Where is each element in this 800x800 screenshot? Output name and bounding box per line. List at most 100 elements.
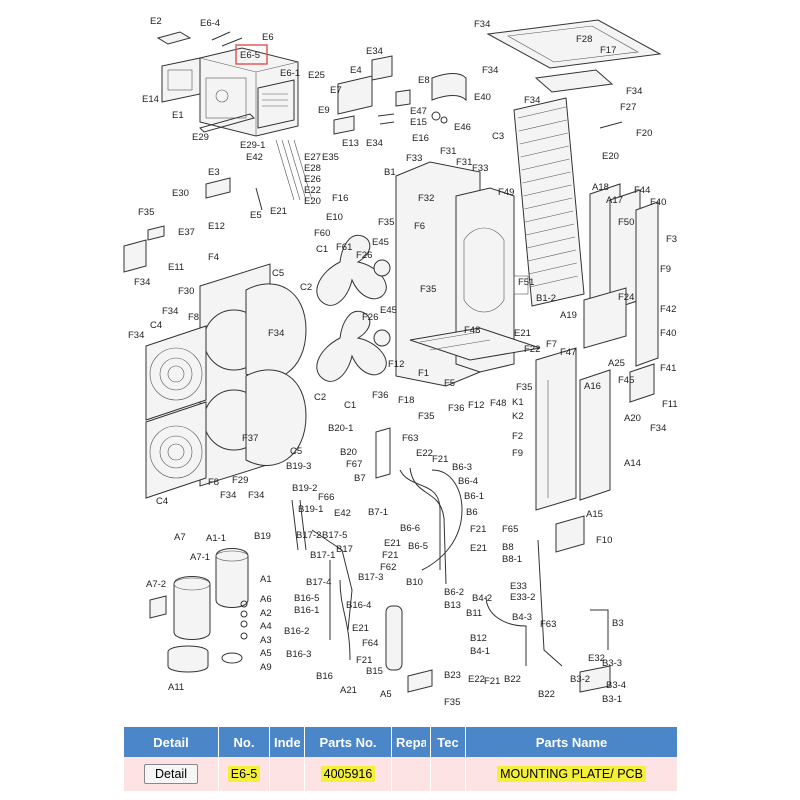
part-label-b16-4: B16-4 bbox=[346, 600, 371, 611]
part-label-f33b: F33 bbox=[472, 163, 488, 174]
part-label-e8: E8 bbox=[418, 75, 430, 86]
part-label-f35c: F35 bbox=[420, 284, 436, 295]
part-label-c1b: C1 bbox=[344, 400, 356, 411]
part-label-a21: A21 bbox=[340, 685, 357, 696]
part-label-b15: B15 bbox=[366, 666, 383, 677]
part-label-e34b: E34 bbox=[366, 138, 383, 149]
part-label-f30: F30 bbox=[178, 286, 194, 297]
part-label-k2: K2 bbox=[512, 411, 524, 422]
part-label-f34h: F34 bbox=[268, 328, 284, 339]
part-label-b3-1: B3-1 bbox=[602, 694, 622, 705]
col-parts-no: Parts No. bbox=[304, 727, 392, 757]
part-label-f21b: F21 bbox=[470, 524, 486, 535]
part-label-b17-2: B17-2 bbox=[296, 530, 321, 541]
part-label-e40: E40 bbox=[474, 92, 491, 103]
part-label-f48a: F48 bbox=[464, 325, 480, 336]
part-label-f34g: F34 bbox=[128, 330, 144, 341]
part-label-f40a: F40 bbox=[650, 197, 666, 208]
col-tec: Tec bbox=[430, 727, 466, 757]
no-cell: E6-5 bbox=[218, 757, 270, 791]
part-label-f34e: F34 bbox=[134, 277, 150, 288]
part-label-f2: F2 bbox=[512, 431, 523, 442]
table-header-row: Detail No. Inde Parts No. Repa Tec Parts… bbox=[124, 727, 678, 757]
part-label-e6: E6 bbox=[262, 32, 274, 43]
part-label-b10: B10 bbox=[406, 577, 423, 588]
part-label-f27: F27 bbox=[620, 102, 636, 113]
part-label-c2b: C2 bbox=[314, 392, 326, 403]
part-label-f16: F16 bbox=[332, 193, 348, 204]
part-label-e22: E22 bbox=[304, 185, 321, 196]
part-label-f35d: F35 bbox=[418, 411, 434, 422]
part-label-f3: F3 bbox=[666, 234, 677, 245]
part-label-e32: E32 bbox=[588, 653, 605, 664]
part-label-e37: E37 bbox=[178, 227, 195, 238]
col-no: No. bbox=[218, 727, 270, 757]
part-label-b22b: B22 bbox=[538, 689, 555, 700]
part-label-e2: E2 bbox=[150, 16, 162, 27]
part-label-a5b: A5 bbox=[380, 689, 392, 700]
part-label-b3-4: B3-4 bbox=[606, 680, 626, 691]
part-label-b17-4: B17-4 bbox=[306, 577, 331, 588]
part-label-e21c: E21 bbox=[384, 538, 401, 549]
part-label-b19-3: B19-3 bbox=[286, 461, 311, 472]
parts-no-cell: 4005916 bbox=[304, 757, 392, 791]
part-label-b7-1: B7-1 bbox=[368, 507, 388, 518]
part-label-a19: A19 bbox=[560, 310, 577, 321]
part-label-e25: E25 bbox=[308, 70, 325, 81]
part-label-e47: E47 bbox=[410, 106, 427, 117]
part-label-f17: F17 bbox=[600, 45, 616, 56]
part-label-f66: F66 bbox=[318, 492, 334, 503]
part-label-a11: A11 bbox=[168, 682, 184, 693]
table-row[interactable]: Detail E6-5 4005916 MOUNTING PLATE/ PCB bbox=[124, 757, 678, 791]
part-label-f50: F50 bbox=[618, 217, 634, 228]
part-label-b17: B17 bbox=[336, 544, 353, 555]
part-label-b4-3: B4-3 bbox=[512, 612, 532, 623]
part-label-b6-6: B6-6 bbox=[400, 523, 420, 534]
part-label-e7: E7 bbox=[330, 85, 342, 96]
part-label-b23: B23 bbox=[444, 670, 461, 681]
part-label-f45: F45 bbox=[618, 375, 634, 386]
part-label-f42: F42 bbox=[660, 304, 676, 315]
part-label-f36a: F36 bbox=[372, 390, 388, 401]
part-label-e14: E14 bbox=[142, 94, 159, 105]
part-label-f34b: F34 bbox=[482, 65, 498, 76]
part-label-f36b: F36 bbox=[448, 403, 464, 414]
part-label-a18: A18 bbox=[592, 182, 609, 193]
part-label-b6-1: B6-1 bbox=[464, 491, 484, 502]
part-label-b19-2: B19-2 bbox=[292, 483, 317, 494]
part-label-f26a: F26 bbox=[356, 250, 372, 261]
part-label-e9: E9 bbox=[318, 105, 330, 116]
part-label-f9b: F9 bbox=[512, 448, 523, 459]
part-label-b6-5: B6-5 bbox=[408, 541, 428, 552]
parts-table: Detail No. Inde Parts No. Repa Tec Parts… bbox=[124, 727, 678, 791]
part-label-f11: F11 bbox=[662, 399, 678, 410]
part-label-f67: F67 bbox=[346, 459, 362, 470]
part-label-b1-2: B1-2 bbox=[536, 293, 556, 304]
part-label-f63b: F63 bbox=[540, 619, 556, 630]
part-label-a7-2: A7-2 bbox=[146, 579, 166, 590]
part-label-f62: F62 bbox=[380, 562, 396, 573]
part-label-f34d: F34 bbox=[524, 95, 540, 106]
part-label-a25: A25 bbox=[608, 358, 625, 369]
part-label-f18: F18 bbox=[398, 395, 414, 406]
heat-exchanger-group bbox=[513, 97, 585, 307]
part-label-e13: E13 bbox=[342, 138, 359, 149]
part-label-a5a: A5 bbox=[260, 648, 272, 659]
detail-button[interactable]: Detail bbox=[144, 764, 198, 784]
part-label-f34k: F34 bbox=[248, 490, 264, 501]
part-label-b6-4: B6-4 bbox=[458, 476, 478, 487]
parts-name-highlight: MOUNTING PLATE/ PCB bbox=[497, 766, 646, 782]
part-label-b8-1: B8-1 bbox=[502, 554, 522, 565]
part-label-f7: F7 bbox=[546, 339, 557, 350]
part-label-e21e: E21 bbox=[352, 623, 369, 634]
part-label-e29: E29 bbox=[192, 132, 209, 143]
part-number-highlight: E6-5 bbox=[227, 766, 261, 782]
part-label-c3: C3 bbox=[492, 131, 504, 142]
part-label-b19: B19 bbox=[254, 531, 271, 542]
part-label-e6-1: E6-1 bbox=[280, 68, 300, 79]
part-label-b8: B8 bbox=[502, 542, 514, 553]
part-label-b20: B20 bbox=[340, 447, 357, 458]
part-label-c2a: C2 bbox=[300, 282, 312, 293]
part-label-f24: F24 bbox=[618, 292, 634, 303]
right-panels-group bbox=[513, 183, 659, 553]
